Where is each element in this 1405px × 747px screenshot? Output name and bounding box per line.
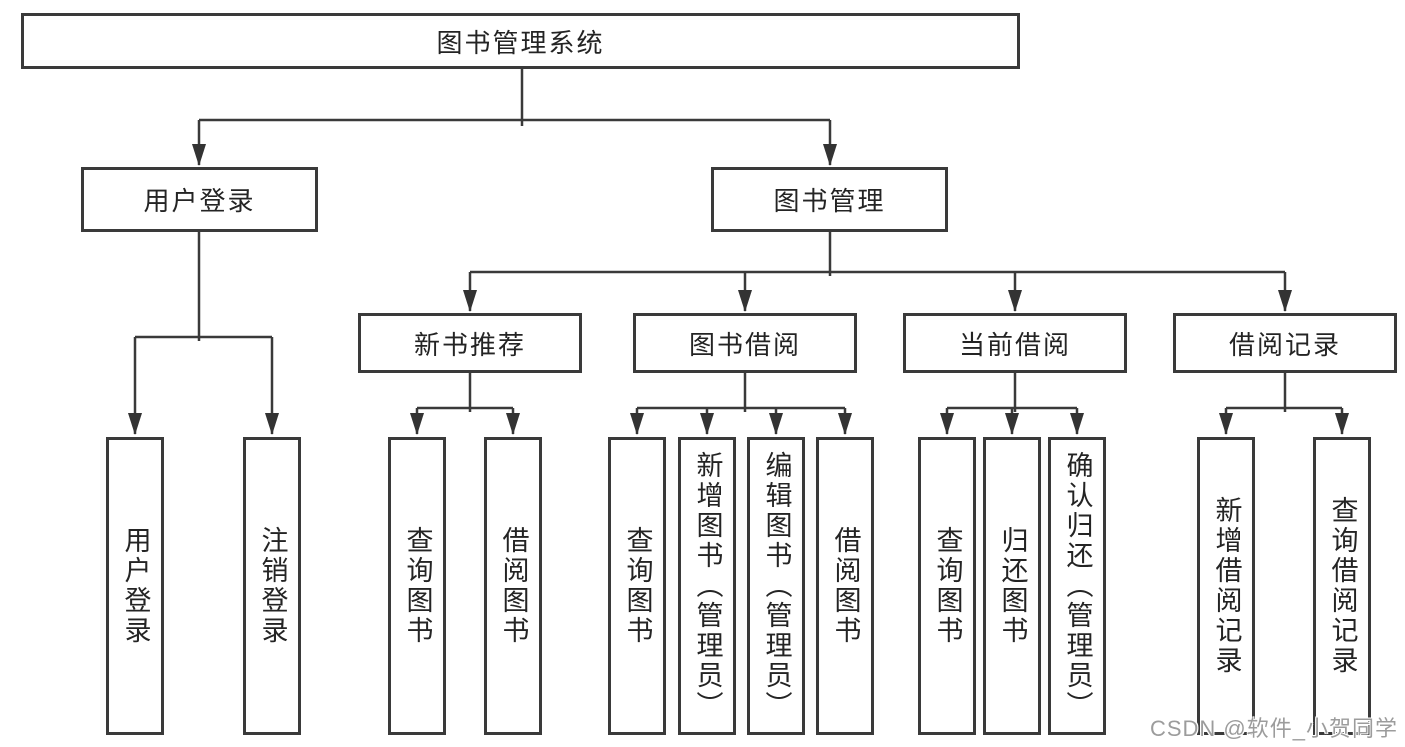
node-book-borrowing: 图书借阅 bbox=[633, 313, 857, 373]
node-current-borrowing: 当前借阅 bbox=[903, 313, 1127, 373]
leaf-cb-query-books: 查询图书 bbox=[918, 437, 976, 735]
leaf-label: 借阅图书 bbox=[498, 526, 529, 646]
leaf-label: 确认归还（管理员） bbox=[1062, 451, 1093, 721]
leaf-nbr-borrow-books: 借阅图书 bbox=[484, 437, 542, 735]
leaf-br-add-borrow-record: 新增借阅记录 bbox=[1197, 437, 1255, 735]
node-library-management-system: 图书管理系统 bbox=[21, 13, 1020, 69]
leaf-label: 新增图书（管理员） bbox=[692, 451, 723, 721]
leaf-user-login: 用户登录 bbox=[106, 437, 164, 735]
csdn-watermark: CSDN @软件_小贺同学 bbox=[1149, 716, 1398, 741]
leaf-label: 新增借阅记录 bbox=[1211, 496, 1242, 676]
node-book-management: 图书管理 bbox=[711, 167, 948, 232]
node-new-book-recommendation: 新书推荐 bbox=[358, 313, 582, 373]
leaf-label: 查询图书 bbox=[932, 526, 963, 646]
leaf-label: 查询图书 bbox=[402, 526, 433, 646]
leaf-nbr-query-books: 查询图书 bbox=[388, 437, 446, 735]
leaf-bb-edit-books-admin: 编辑图书（管理员） bbox=[747, 437, 805, 735]
leaf-label: 借阅图书 bbox=[830, 526, 861, 646]
leaf-label: 注销登录 bbox=[257, 526, 288, 646]
node-user-login: 用户登录 bbox=[81, 167, 318, 232]
leaf-bb-borrow-books: 借阅图书 bbox=[816, 437, 874, 735]
leaf-label: 归还图书 bbox=[997, 526, 1028, 646]
node-borrowing-records: 借阅记录 bbox=[1173, 313, 1397, 373]
leaf-label: 编辑图书（管理员） bbox=[761, 451, 792, 721]
leaf-br-query-borrow-record: 查询借阅记录 bbox=[1313, 437, 1371, 735]
leaf-bb-query-books: 查询图书 bbox=[608, 437, 666, 735]
leaf-cb-confirm-return-admin: 确认归还（管理员） bbox=[1048, 437, 1106, 735]
leaf-cb-return-books: 归还图书 bbox=[983, 437, 1041, 735]
leaf-label: 用户登录 bbox=[120, 526, 151, 646]
leaf-label: 查询借阅记录 bbox=[1327, 496, 1358, 676]
leaf-label: 查询图书 bbox=[622, 526, 653, 646]
leaf-bb-add-books-admin: 新增图书（管理员） bbox=[678, 437, 736, 735]
leaf-logout: 注销登录 bbox=[243, 437, 301, 735]
